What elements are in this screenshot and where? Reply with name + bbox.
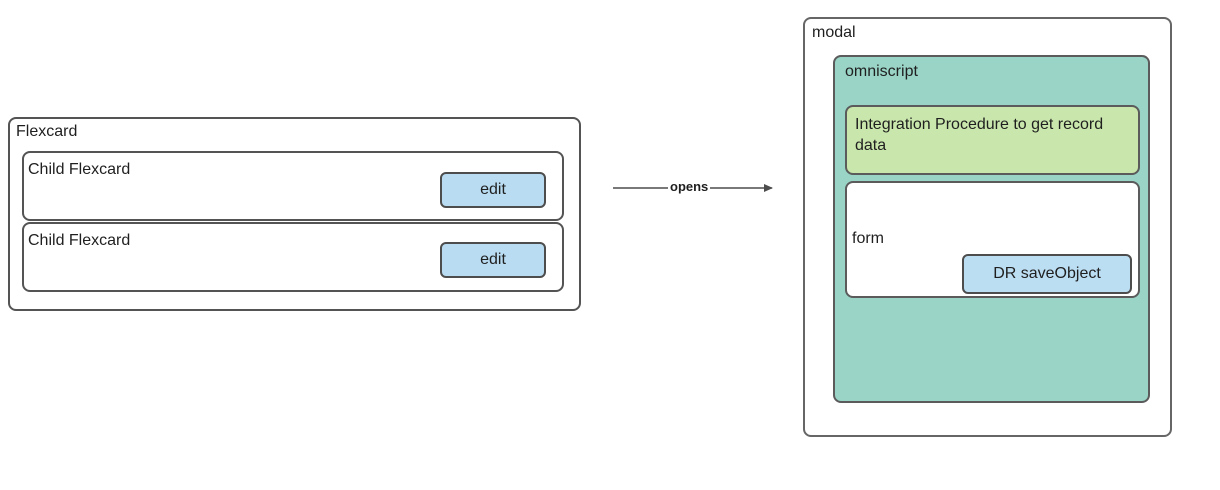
modal-container-label: modal — [812, 24, 856, 41]
form-label: form — [852, 230, 884, 247]
edit-button-2[interactable]: edit — [440, 242, 546, 278]
edit-button-1[interactable]: edit — [440, 172, 546, 208]
integration-procedure-block[interactable] — [845, 105, 1140, 175]
flexcard-container-label: Flexcard — [16, 123, 78, 140]
opens-connector-label: opens — [668, 179, 711, 195]
child-flexcard-1-label: Child Flexcard — [28, 161, 131, 178]
child-flexcard-2-label: Child Flexcard — [28, 232, 131, 249]
integration-procedure-label: Integration Procedure to get record data — [855, 116, 1108, 154]
omniscript-label: omniscript — [845, 63, 918, 80]
dr-save-object-button[interactable]: DR saveObject — [962, 254, 1132, 294]
